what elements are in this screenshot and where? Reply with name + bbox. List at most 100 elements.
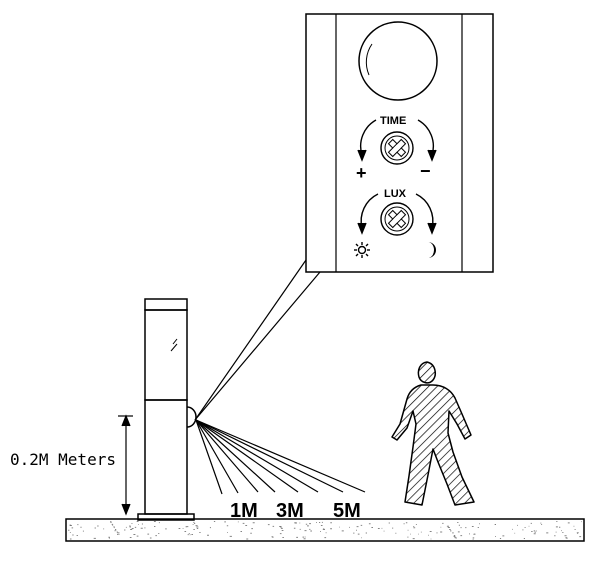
ground-speckle <box>93 537 96 539</box>
ground-speckle <box>184 531 187 532</box>
ground-speckle <box>187 534 189 536</box>
ground-speckle <box>454 537 457 539</box>
ground-speckle <box>129 537 132 538</box>
ground-speckle <box>108 536 110 538</box>
detection-ray <box>195 419 366 493</box>
ground-speckle <box>535 530 537 532</box>
ground-speckle <box>71 527 74 529</box>
control-panel: TIME + − LUX <box>305 13 494 273</box>
detection-ray <box>195 419 319 493</box>
ground-speckle <box>517 524 518 526</box>
ground-speckle <box>280 526 282 528</box>
ground-speckle <box>80 526 82 528</box>
ground-speckle <box>514 532 516 534</box>
ground-speckle <box>69 538 72 540</box>
lux-label: LUX <box>384 188 407 200</box>
ground-speckle <box>281 530 284 531</box>
ground-speckle <box>452 532 454 534</box>
ground-speckle <box>361 537 362 539</box>
ground-speckle <box>131 523 133 524</box>
ground-speckle <box>577 532 578 534</box>
ground-speckle <box>309 528 311 530</box>
detection-ray <box>195 419 344 493</box>
bollard-base <box>137 513 195 521</box>
ground-speckle <box>251 528 253 530</box>
bollard-body <box>144 399 188 515</box>
ground-speckle <box>113 527 115 529</box>
bollard-cap <box>144 298 188 311</box>
ground-speckle <box>267 524 270 526</box>
ground-speckle <box>556 521 558 522</box>
cross-screw-icon <box>387 209 407 229</box>
ground-speckle <box>116 531 118 533</box>
detection-ray <box>195 419 299 493</box>
ground-speckle <box>330 522 332 524</box>
ground-speckle <box>271 536 273 537</box>
bollard <box>137 298 197 521</box>
ground-speckle <box>115 529 117 530</box>
ground-speckle <box>473 533 476 535</box>
ground-speckle <box>460 535 463 537</box>
ground-speckle <box>356 529 357 531</box>
detection-ray <box>195 419 239 494</box>
ground-speckle <box>196 526 199 528</box>
ground-speckle <box>430 538 432 540</box>
ground-speckle <box>149 537 152 539</box>
ground-speckle <box>304 536 306 538</box>
ground-speckle <box>158 522 160 524</box>
ground-speckle <box>472 538 474 540</box>
ground-speckle <box>252 522 255 524</box>
ground-speckle <box>94 527 96 529</box>
ground-speckle <box>192 524 194 525</box>
ground-speckle <box>494 524 496 525</box>
detection-ray <box>195 419 259 493</box>
lux-dial[interactable] <box>380 202 414 236</box>
ground-speckle <box>77 524 79 526</box>
ground-speckle <box>330 528 332 530</box>
detection-fan <box>195 419 366 495</box>
ground-speckle <box>477 527 479 528</box>
ground-speckle <box>457 522 459 523</box>
ground-speckle <box>191 534 193 535</box>
ground-speckle <box>453 535 456 536</box>
ground-speckle <box>446 525 449 527</box>
detection-ray <box>195 419 276 493</box>
height-label: 0.2M Meters <box>10 450 116 469</box>
ground-speckle <box>368 523 371 525</box>
ground-speckle <box>136 535 139 537</box>
ground-speckle <box>413 526 415 527</box>
ground-speckle <box>199 532 201 533</box>
time-dial[interactable] <box>380 131 414 165</box>
ground-speckle <box>138 524 139 525</box>
ground-speckle <box>245 525 248 526</box>
ground-speckle <box>110 522 112 523</box>
distance-label-5m: 5M <box>333 500 361 522</box>
ground-speckle <box>531 531 533 532</box>
ground-speckle <box>450 530 452 532</box>
ground-speckle <box>76 535 78 536</box>
ground-speckle <box>186 526 189 528</box>
ground-speckle <box>436 532 438 534</box>
ground-speckle <box>117 534 118 535</box>
ground-speckle <box>147 533 150 535</box>
ground-speckle <box>495 536 496 537</box>
ground-speckle <box>124 529 126 531</box>
ground-speckle <box>565 537 568 539</box>
ground-speckle <box>207 534 209 536</box>
ground-speckle <box>303 538 306 540</box>
ground-speckle <box>136 521 139 522</box>
ground-speckle <box>224 521 226 523</box>
bollard-lamp-window <box>144 309 188 401</box>
ground-speckle <box>158 533 160 534</box>
ground-speckle <box>299 522 301 524</box>
ground-speckle <box>415 524 417 525</box>
ground-speckle <box>320 525 323 526</box>
ground-speckle <box>272 525 275 527</box>
ground-speckle <box>407 529 409 531</box>
ground-speckle <box>319 522 321 523</box>
sensor-lens <box>186 406 197 428</box>
ground-speckle <box>304 530 307 532</box>
ground-speckle <box>294 522 297 524</box>
ground-speckle <box>561 530 562 532</box>
ground-speckle <box>117 532 120 534</box>
